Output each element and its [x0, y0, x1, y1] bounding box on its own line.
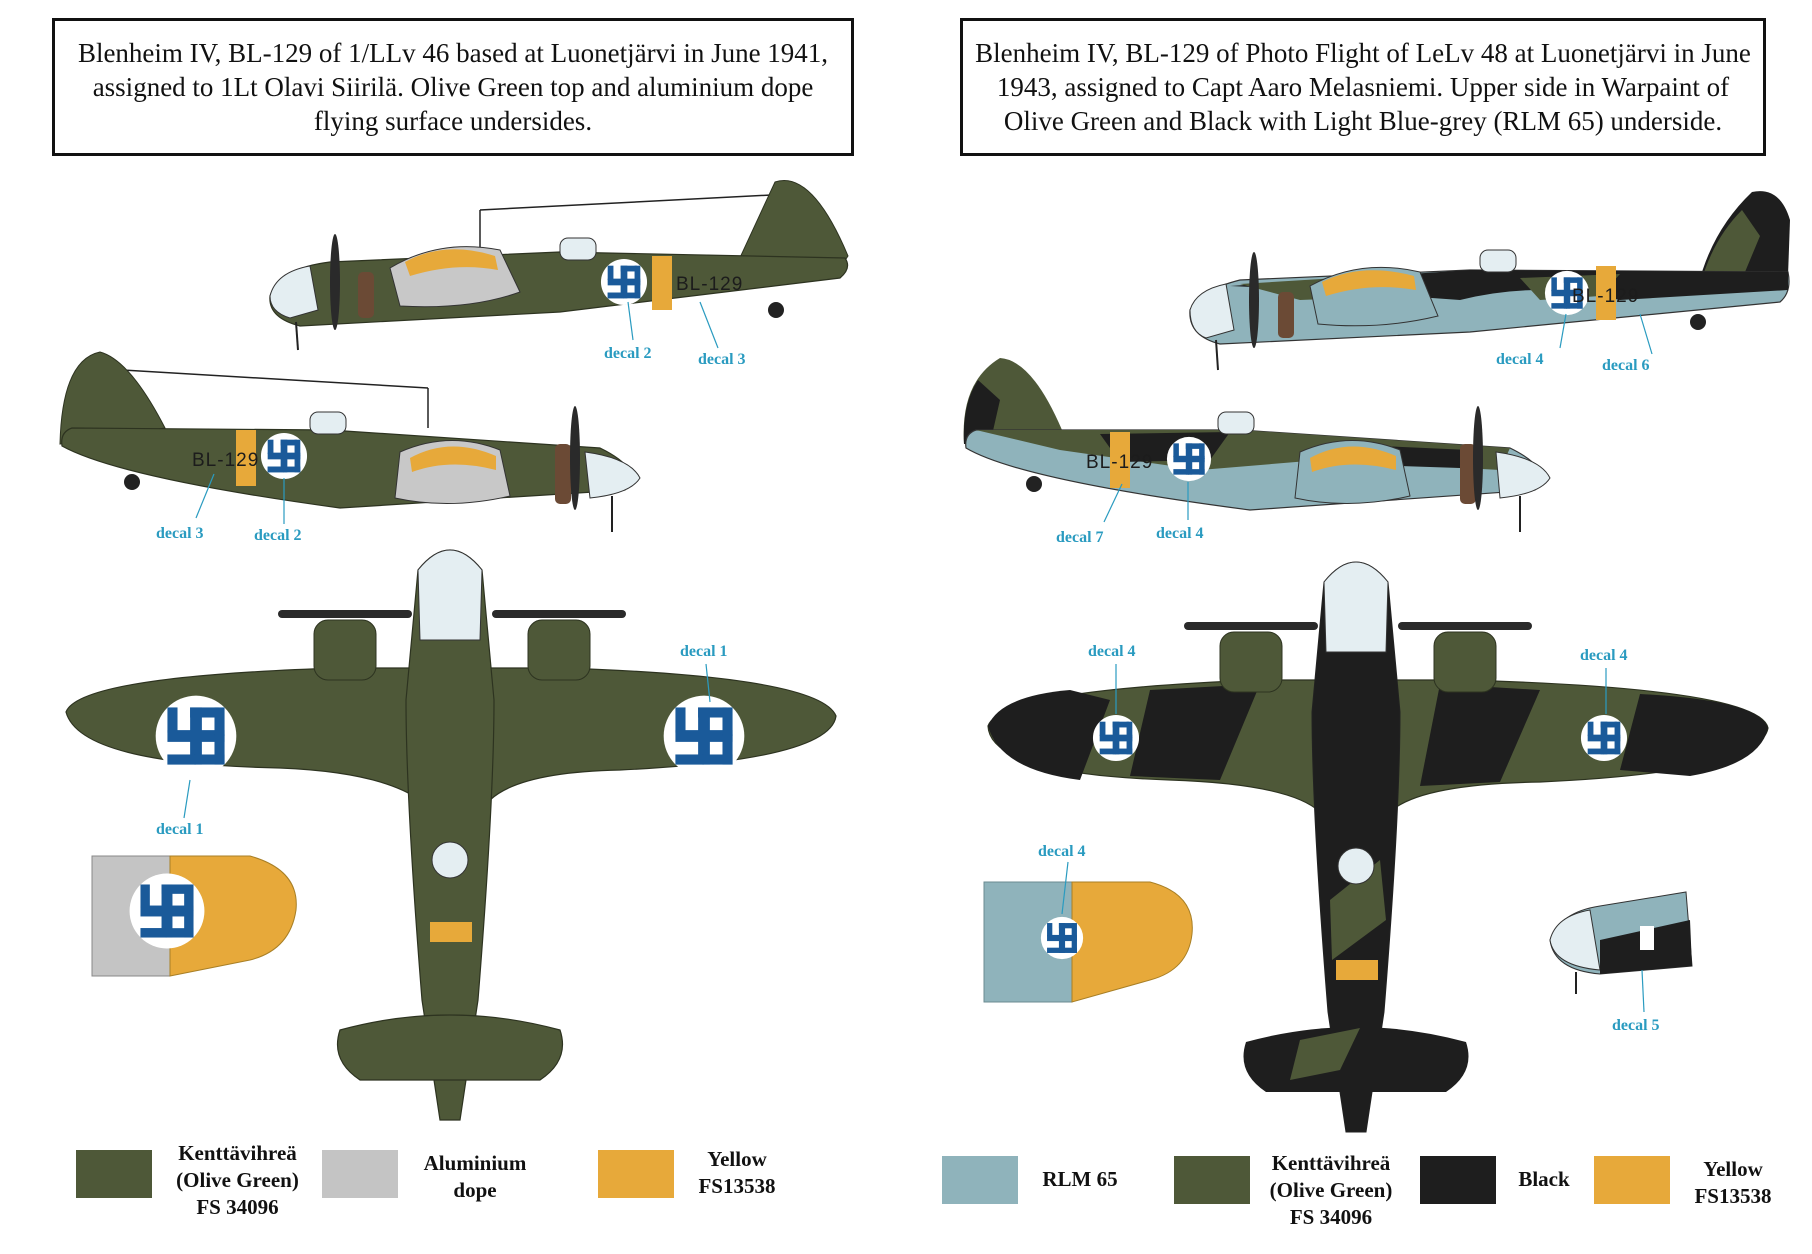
top-right-roundel	[663, 695, 745, 777]
top-left-decal: decal 4	[1088, 643, 1136, 660]
scheme-1943-caption: Blenheim IV, BL-129 of Photo Flight of L…	[960, 18, 1766, 156]
nose-detail: decal 5	[1549, 891, 1693, 1034]
scheme-1943-legend: RLM 65 Kenttävihreä (Olive Green) FS 340…	[900, 1140, 1812, 1240]
scheme-1943-caption-text: Blenheim IV, BL-129 of Photo Flight of L…	[975, 38, 1751, 136]
legend-label-olive: Kenttävihreä (Olive Green) FS 34096	[176, 1141, 299, 1219]
legend-swatch-olive	[76, 1150, 152, 1198]
side-lower-decal-b: decal 2	[254, 527, 302, 544]
side-upper-code: BL-129	[1572, 286, 1639, 307]
top-left-roundel	[155, 695, 237, 777]
legend-swatch-black	[1420, 1156, 1496, 1204]
legend-label-aluminium: Aluminium dope	[423, 1151, 527, 1202]
legend-label-black: Black	[1518, 1167, 1570, 1191]
side-upper-code: BL-129	[676, 274, 743, 295]
side-lower-decal-a: decal 7	[1056, 529, 1104, 546]
legend-swatch-aluminium	[322, 1150, 398, 1198]
top-view: decal 1 decal 1	[65, 549, 837, 1121]
scheme-1941-caption: Blenheim IV, BL-129 of 1/LLv 46 based at…	[52, 18, 854, 156]
side-lower-decal-a: decal 3	[156, 525, 204, 542]
legend-swatch-yellow	[598, 1150, 674, 1198]
side-view-upper: BL-129 decal 4 decal 6	[1189, 191, 1790, 374]
wingtip-detail	[91, 855, 297, 977]
top-right-decal: decal 1	[680, 643, 728, 660]
scheme-1941-legend: Kenttävihreä (Olive Green) FS 34096 Alum…	[0, 1140, 900, 1240]
top-left-decal: decal 1	[156, 821, 204, 838]
side-lower-code: BL-129	[1086, 452, 1153, 473]
side-upper-decal-a: decal 2	[604, 345, 652, 362]
legend-label-olive: Kenttävihreä (Olive Green) FS 34096	[1269, 1151, 1393, 1229]
top-view: decal 4 decal 4	[987, 561, 1769, 1133]
side-upper-decal-b: decal 3	[698, 351, 746, 368]
legend-label-yellow: Yellow FS13538	[1694, 1157, 1772, 1208]
wingtip-decal: decal 4	[1038, 843, 1086, 860]
side-view-lower: BL-129 decal 3 decal 2	[59, 351, 641, 544]
side-view-lower: BL-129 decal 7 decal 4	[963, 358, 1551, 546]
legend-label-rlm65: RLM 65	[1042, 1167, 1118, 1191]
side-lower-code: BL-129	[192, 450, 259, 471]
scheme-1941-artwork: BL-129 decal 2 decal 3 BL-129	[59, 180, 849, 1121]
legend-swatch-yellow	[1594, 1156, 1670, 1204]
scheme-1943-artwork: BL-129 decal 4 decal 6 BL-129	[963, 191, 1790, 1133]
side-upper-decal-a: decal 4	[1496, 351, 1544, 368]
legend-label-yellow: Yellow FS13538	[698, 1147, 776, 1198]
top-right-roundel	[1580, 714, 1628, 762]
wingtip-detail: decal 4	[983, 843, 1193, 1003]
scheme-1943-panel: Blenheim IV, BL-129 of Photo Flight of L…	[900, 0, 1812, 1254]
top-right-decal: decal 4	[1580, 647, 1628, 664]
side-lower-decal-b: decal 4	[1156, 525, 1204, 542]
scheme-1941-panel: Blenheim IV, BL-129 of 1/LLv 46 based at…	[0, 0, 900, 1254]
nose-detail-decal: decal 5	[1612, 1017, 1660, 1034]
side-upper-decal-b: decal 6	[1602, 357, 1650, 374]
scheme-1941-caption-text: Blenheim IV, BL-129 of 1/LLv 46 based at…	[77, 38, 829, 136]
top-left-roundel	[1092, 714, 1140, 762]
legend-swatch-olive	[1174, 1156, 1250, 1204]
legend-swatch-rlm65	[942, 1156, 1018, 1204]
side-view-upper: BL-129 decal 2 decal 3	[269, 180, 849, 368]
